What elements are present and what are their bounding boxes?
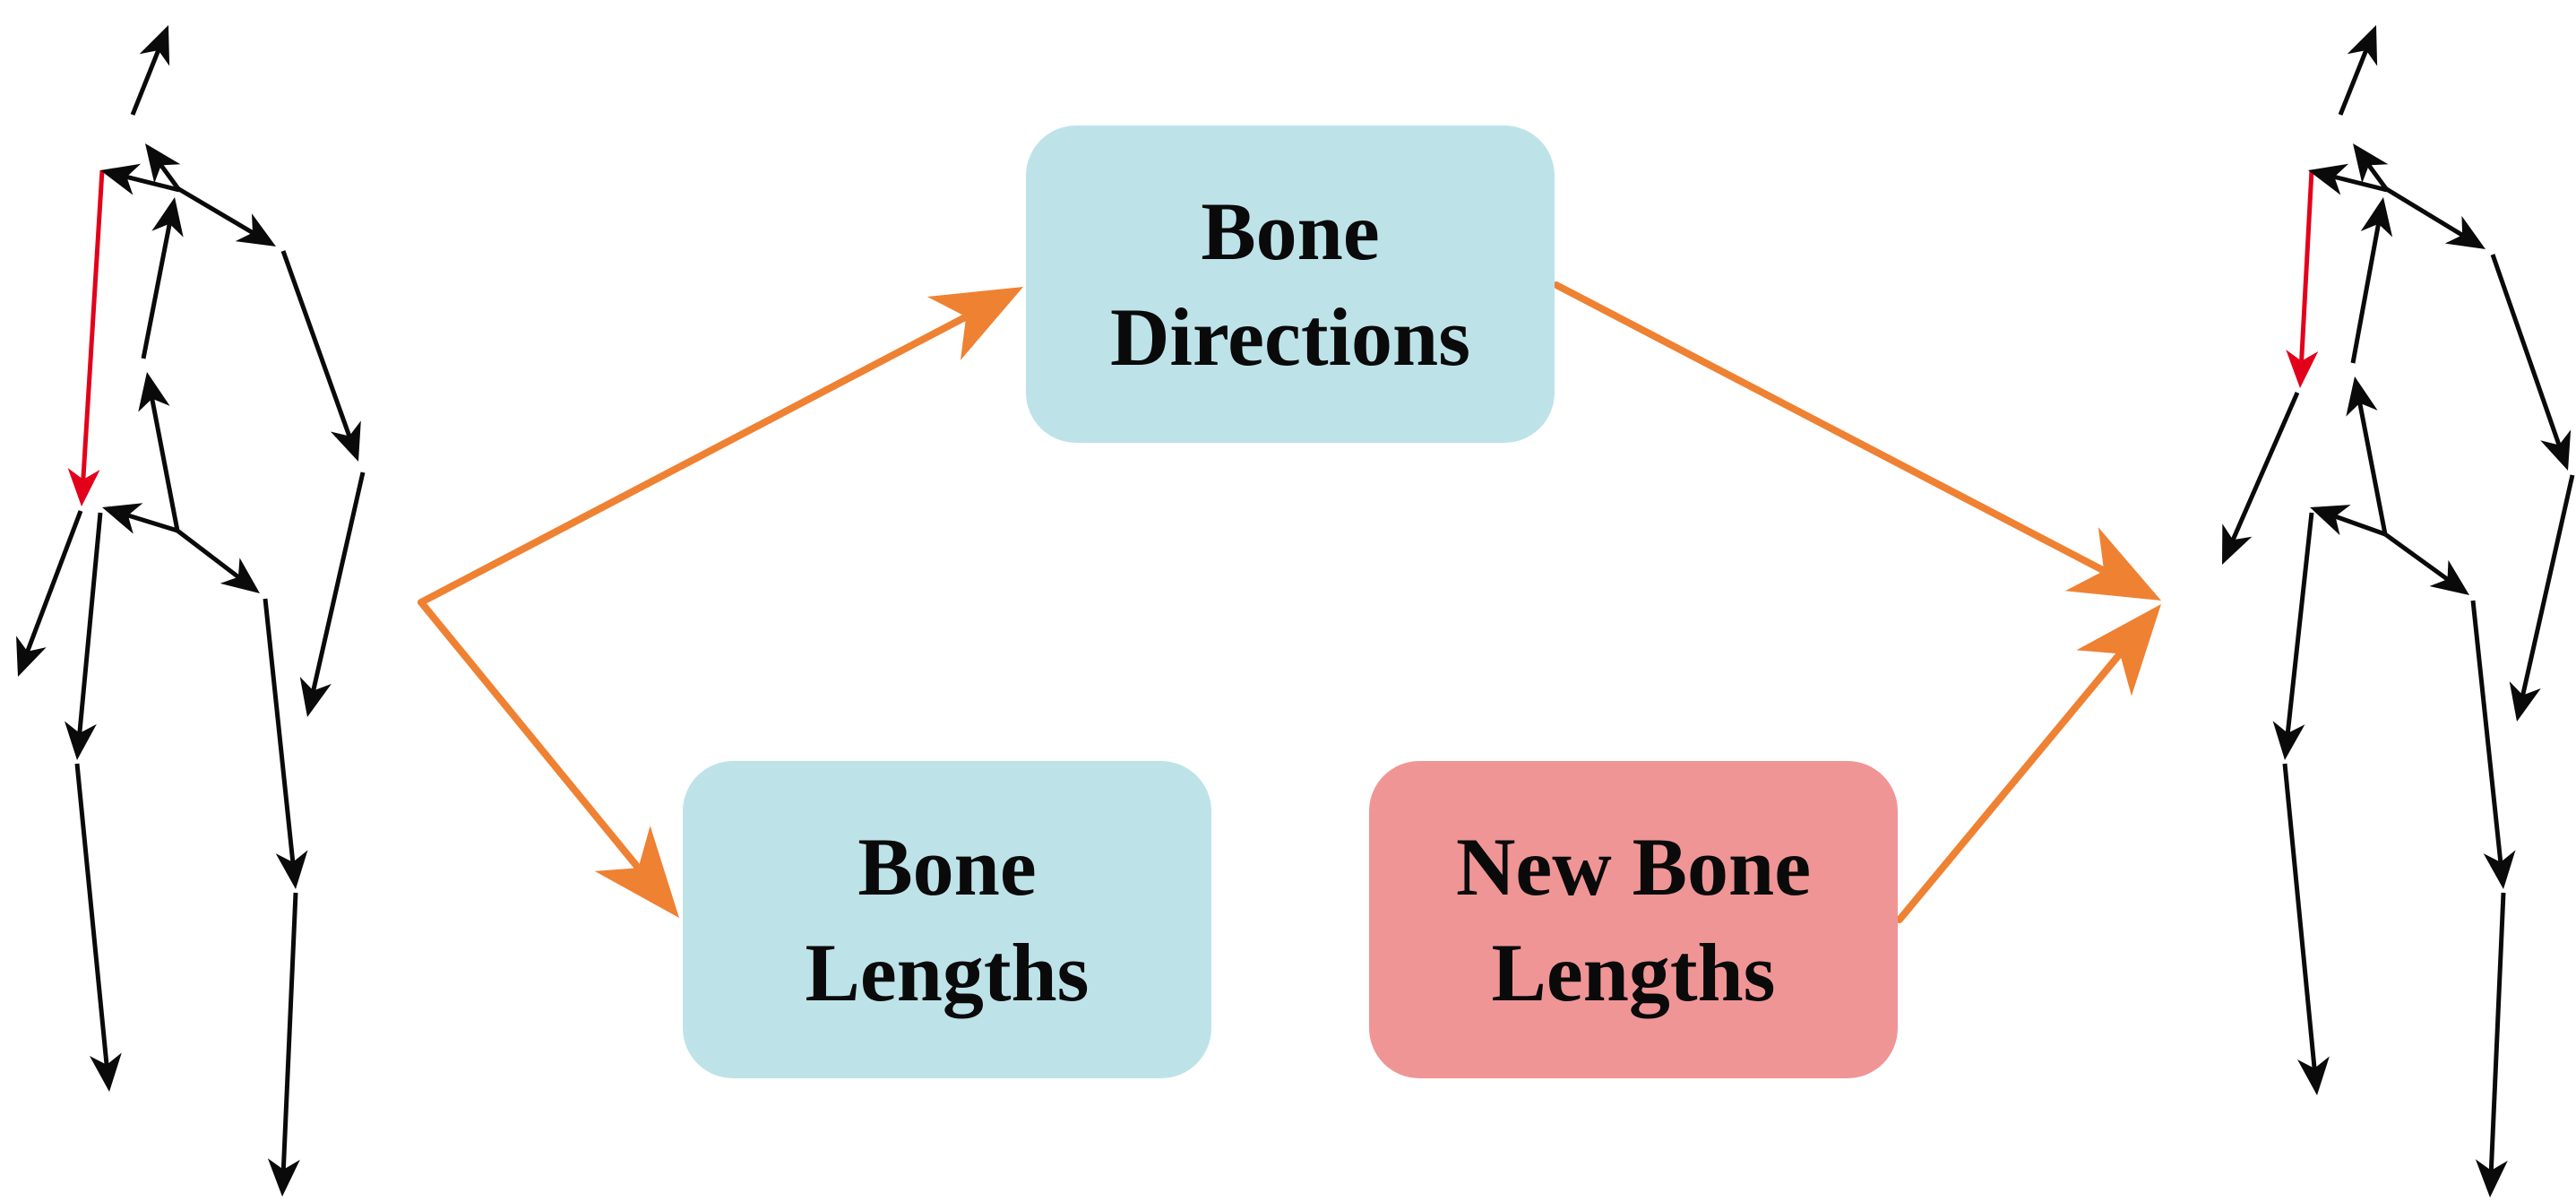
input-bone-thigh-left	[76, 512, 103, 747]
arrow-input-to-bone-directions	[418, 304, 987, 606]
input-bone-head-left-arrowhead	[100, 163, 142, 195]
output-bone-forearm	[2226, 391, 2300, 553]
input-bone-upper-arm-arrowhead	[67, 467, 100, 506]
arrow-bone-directions-to-output-head	[2064, 527, 2161, 601]
bone-directions-label-line1: Bone	[1201, 186, 1380, 277]
output-bone-thigh-left-arrowhead	[2272, 721, 2305, 760]
output-bone-shin-left-arrowhead	[2297, 1056, 2330, 1095]
input-bone-shin-right-arrowhead	[267, 1158, 300, 1197]
output-bone-hip-right-arrowhead	[2429, 559, 2469, 595]
arrow-new-bone-lengths-to-output	[1896, 635, 2137, 923]
output-bone-spine-upper	[2350, 211, 2383, 364]
bone-directions-box: Bone Directions	[1026, 125, 1555, 443]
output-bone-forearm-arrowhead	[2222, 523, 2253, 565]
bone-lengths-box: Bone Lengths	[683, 761, 1211, 1078]
new-bone-lengths-label-line1: New Bone	[1455, 821, 1812, 912]
input-bone-forearm	[21, 510, 83, 664]
input-bone-spine-upper	[141, 211, 175, 359]
output-bone-spine-lower	[2355, 390, 2388, 535]
input-bone-head-right-arrowhead	[145, 143, 181, 184]
output-bone-shin-right-arrowhead	[2475, 1159, 2508, 1198]
output-bone-shoulder-right	[2383, 186, 2475, 244]
input-bone-hip-left-arrowhead	[102, 503, 143, 534]
input-bone-arm-right-upper-arrowhead	[330, 420, 361, 462]
input-bone-neck-arrowhead	[139, 25, 170, 66]
input-bone-shin-left-arrowhead	[89, 1052, 122, 1092]
arrow-new-bone-lengths-to-output-head	[2076, 604, 2161, 696]
input-bone-shin-right	[280, 892, 298, 1183]
output-bone-shin-right	[2488, 892, 2506, 1184]
input-bone-upper-arm	[80, 169, 105, 493]
input-bone-shoulder-right	[176, 186, 265, 242]
output-bone-arm-right-lower	[2518, 474, 2575, 708]
input-bone-hip-right-arrowhead	[220, 558, 260, 593]
arrow-input-to-bone-lengths-head	[594, 826, 679, 918]
input-bone-arm-right-lower-arrowhead	[299, 677, 332, 717]
bone-lengths-label-line1: Bone	[857, 821, 1037, 912]
arrow-bone-directions-to-output	[1553, 281, 2125, 584]
output-bone-shin-left	[2282, 763, 2318, 1082]
input-bone-shoulder-right-arrowhead	[235, 213, 276, 246]
input-bone-forearm-arrowhead	[16, 636, 47, 677]
arrow-input-to-bone-lengths	[418, 599, 655, 887]
output-bone-neck-arrowhead	[2347, 25, 2378, 66]
bone-lengths-label-line2: Lengths	[805, 927, 1090, 1018]
bone-directions-label-line2: Directions	[1109, 291, 1470, 383]
output-bone-spine-upper-arrowhead	[2360, 197, 2393, 238]
new-bone-lengths-box: New Bone Lengths	[1369, 761, 1898, 1078]
output-bone-arm-right-lower-arrowhead	[2509, 681, 2541, 722]
output-bone-spine-lower-arrowhead	[2346, 376, 2378, 417]
input-bone-arm-right-upper	[280, 250, 356, 449]
input-bone-spine-lower-arrowhead	[138, 372, 170, 412]
input-bone-neck	[130, 37, 166, 116]
input-bone-thigh-right	[263, 598, 297, 876]
input-bone-spine-upper-arrowhead	[151, 197, 184, 238]
output-bone-neck	[2338, 37, 2374, 116]
new-bone-lengths-label-line2: Lengths	[1491, 927, 1776, 1018]
output-bone-upper-arm-arrowhead	[2286, 350, 2319, 388]
input-bone-thigh-left-arrowhead	[65, 721, 97, 760]
output-bone-head-right-arrowhead	[2353, 143, 2389, 184]
arrow-input-to-bone-directions-head	[926, 287, 1023, 360]
input-bone-thigh-right-arrowhead	[275, 850, 308, 889]
input-bone-shin-left	[74, 763, 110, 1078]
output-bone-thigh-left	[2284, 512, 2314, 747]
output-bone-hip-right	[2383, 532, 2460, 589]
output-bone-arm-right-upper	[2490, 254, 2566, 458]
output-bone-upper-arm	[2298, 169, 2314, 375]
input-bone-spine-lower	[147, 385, 180, 532]
output-bone-arm-right-upper-arrowhead	[2540, 429, 2572, 471]
input-bone-hip-right	[176, 529, 250, 587]
output-bone-hip-left-arrowhead	[2310, 505, 2351, 536]
output-bone-head-left-arrowhead	[2308, 163, 2349, 195]
output-bone-thigh-right-arrowhead	[2483, 850, 2516, 889]
output-bone-shoulder-right-arrowhead	[2444, 215, 2486, 249]
input-bone-arm-right-lower	[308, 471, 366, 704]
output-bone-thigh-right	[2470, 600, 2504, 876]
